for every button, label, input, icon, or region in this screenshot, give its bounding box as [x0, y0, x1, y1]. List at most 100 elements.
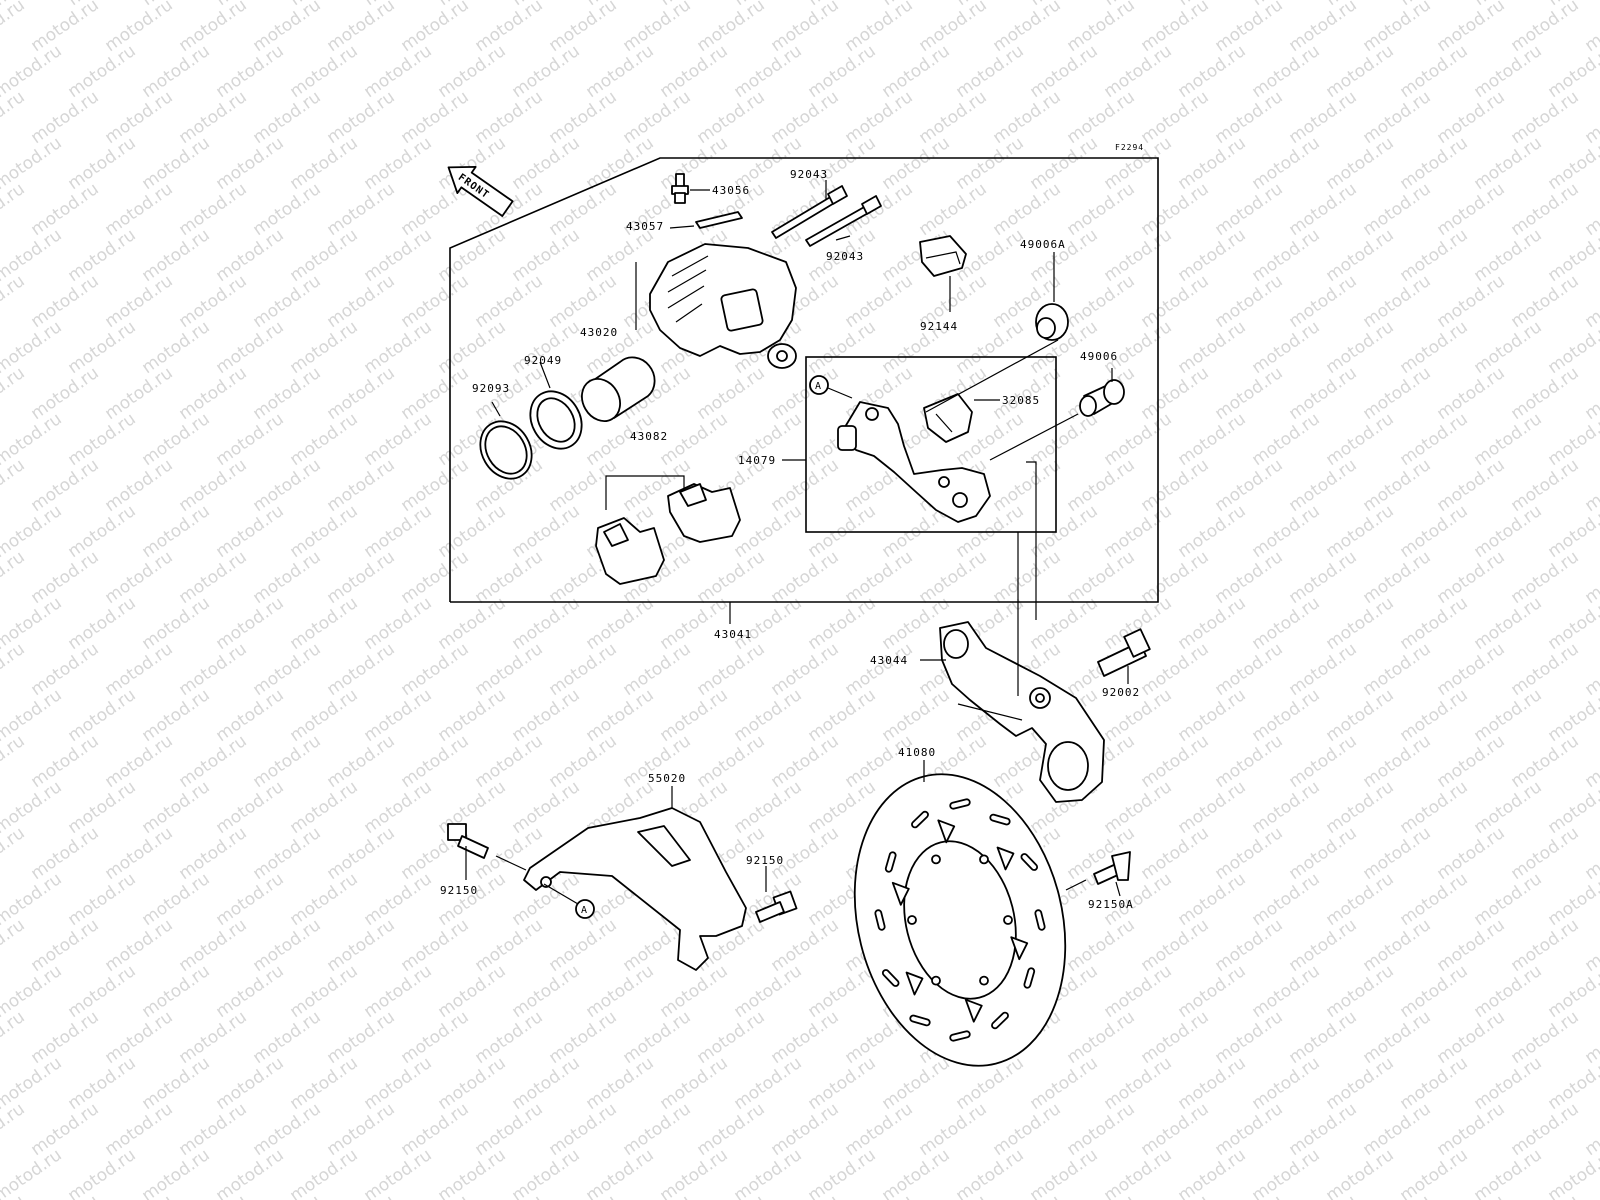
watermark-text: motod.ru [1285, 547, 1360, 608]
slide-pin-lower [805, 195, 882, 247]
watermark-text: motod.ru [101, 823, 176, 884]
watermark-text: motod.ru [1433, 455, 1508, 516]
watermark-text: motod.ru [1396, 317, 1471, 378]
watermark-text: motod.ru [1285, 271, 1360, 332]
disc-slot [884, 851, 897, 873]
watermark-text: motod.ru [1322, 501, 1397, 562]
watermark-text: motod.ru [1470, 869, 1545, 930]
watermark-text: motod.ru [508, 777, 583, 838]
watermark-text: motod.ru [101, 363, 176, 424]
watermark-text: motod.ru [138, 317, 213, 378]
watermark-text: motod.ru [1433, 915, 1508, 976]
watermark-text: motod.ru [619, 87, 694, 148]
label-41080: 41080 [898, 746, 936, 759]
watermark-text: motod.ru [471, 731, 546, 792]
label-92043-bottom: 92043 [826, 250, 864, 263]
watermark-text: motod.ru [434, 869, 509, 930]
watermark-text: motod.ru [545, 271, 620, 332]
watermark-text: motod.ru [323, 731, 398, 792]
disc-bolt-hole [979, 854, 989, 865]
watermark-text: motod.ru [323, 271, 398, 332]
watermark-text: motod.ru [1137, 455, 1212, 516]
watermark-text: motod.ru [545, 87, 620, 148]
watermark-text: motod.ru [1396, 409, 1471, 470]
watermark-text: motod.ru [1211, 271, 1286, 332]
watermark-text: motod.ru [1100, 1053, 1175, 1114]
disc-slot [989, 813, 1011, 826]
watermark-text: motod.ru [1211, 87, 1286, 148]
watermark-text: motod.ru [249, 547, 324, 608]
watermark-text: motod.ru [693, 731, 768, 792]
watermark-text: motod.ru [1248, 1053, 1323, 1114]
watermark-text: motod.ru [101, 639, 176, 700]
watermark-text: motod.ru [175, 363, 250, 424]
watermark-text: motod.ru [0, 0, 29, 56]
watermark-text: motod.ru [1507, 915, 1582, 976]
watermark-text: motod.ru [1359, 363, 1434, 424]
watermark-text: motod.ru [434, 1053, 509, 1114]
label-49006: 49006 [1080, 350, 1118, 363]
watermark-text: motod.ru [656, 1053, 731, 1114]
watermark-text: motod.ru [1248, 501, 1323, 562]
watermark-text: motod.ru [1026, 225, 1101, 286]
watermark-text: motod.ru [1137, 87, 1212, 148]
watermark-text: motod.ru [286, 1053, 361, 1114]
watermark-text: motod.ru [1063, 1007, 1138, 1068]
watermark-text: motod.ru [360, 1145, 435, 1200]
watermark-text: motod.ru [1285, 915, 1360, 976]
watermark-text: motod.ru [1581, 87, 1600, 148]
piston-seal [529, 390, 583, 450]
watermark-text: motod.ru [434, 501, 509, 562]
watermark-text: motod.ru [1359, 731, 1434, 792]
watermark-text: motod.ru [1507, 639, 1582, 700]
watermark-text: motod.ru [286, 685, 361, 746]
watermark-text: motod.ru [841, 271, 916, 332]
watermark-text: motod.ru [360, 685, 435, 746]
watermark-text: motod.ru [138, 409, 213, 470]
watermark-text: motod.ru [1211, 639, 1286, 700]
watermark-text: motod.ru [1063, 0, 1138, 56]
watermark-text: motod.ru [1285, 639, 1360, 700]
watermark-text: motod.ru [545, 179, 620, 240]
brake-pad-right [667, 483, 741, 543]
watermark-text: motod.ru [1507, 87, 1582, 148]
watermark-text: motod.ru [249, 823, 324, 884]
watermark-text: motod.ru [1285, 823, 1360, 884]
watermark-text: motod.ru [360, 1053, 435, 1114]
watermark-text: motod.ru [175, 1007, 250, 1068]
watermark-text: motod.ru [619, 0, 694, 56]
disc-bolt-hole [931, 975, 941, 986]
watermark-text: motod.ru [1359, 1099, 1434, 1160]
watermark-text: motod.ru [1470, 593, 1545, 654]
label-92150-right: 92150 [746, 854, 784, 867]
watermark-text: motod.ru [397, 731, 472, 792]
watermark-text: motod.ru [212, 225, 287, 286]
watermark-text: motod.ru [175, 1099, 250, 1160]
watermark-text: motod.ru [1211, 455, 1286, 516]
watermark-text: motod.ru [360, 593, 435, 654]
watermark-text: motod.ru [1581, 915, 1600, 976]
watermark-text: motod.ru [1359, 0, 1434, 56]
watermark-text: motod.ru [508, 501, 583, 562]
watermark-text: motod.ru [175, 915, 250, 976]
watermark-text: motod.ru [1581, 731, 1600, 792]
watermark-text: motod.ru [1248, 593, 1323, 654]
watermark-text: motod.ru [64, 225, 139, 286]
watermark-text: motod.ru [582, 41, 657, 102]
label-92093: 92093 [472, 382, 510, 395]
watermark-text: motod.ru [286, 777, 361, 838]
watermark-text: motod.ru [693, 1007, 768, 1068]
disc-slot [881, 969, 900, 987]
watermark-text: motod.ru [360, 961, 435, 1022]
pad-spring-clip [919, 235, 967, 277]
watermark-text: motod.ru [212, 685, 287, 746]
watermark-text: motod.ru [212, 1053, 287, 1114]
watermark-text: motod.ru [693, 363, 768, 424]
caliper-assembly-frame [449, 157, 1159, 603]
watermark-text: motod.ru [1285, 1007, 1360, 1068]
watermark-text: motod.ru [1581, 1007, 1600, 1068]
watermark-text: motod.ru [1174, 1145, 1249, 1200]
watermark-text: motod.ru [1322, 869, 1397, 930]
watermark-text: motod.ru [0, 363, 29, 424]
watermark-text: motod.ru [693, 639, 768, 700]
